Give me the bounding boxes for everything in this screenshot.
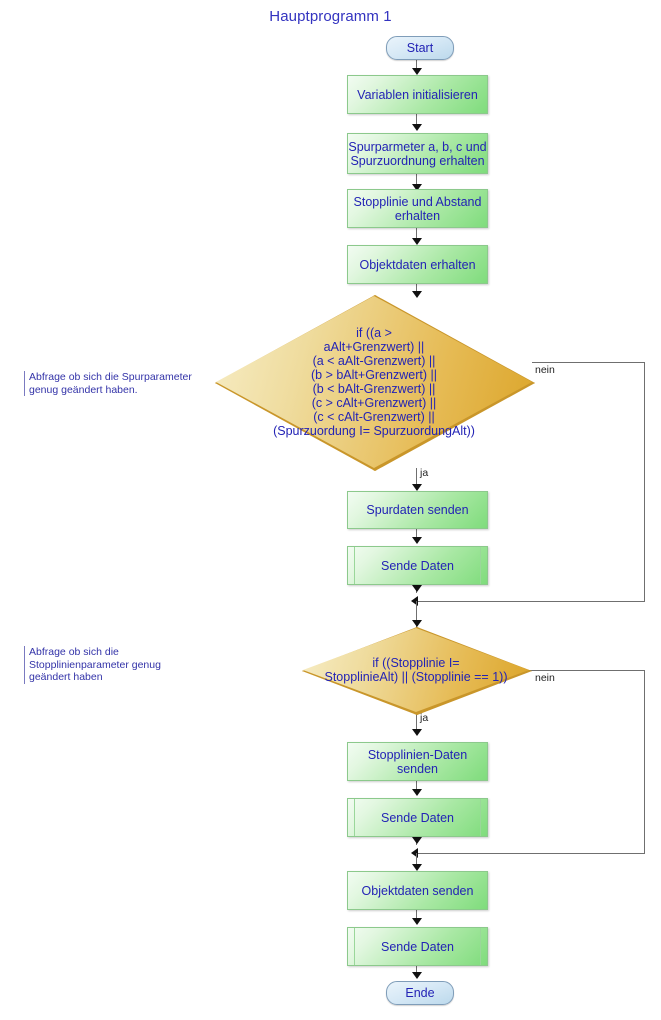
node-spurparameter-erhalten[interactable]: Spurparmeter a, b, c und Spurzuordnung e… — [347, 133, 488, 174]
connector-decision1-yes — [416, 468, 417, 490]
connector-junction-objsend — [416, 853, 417, 869]
connector-start-init — [416, 58, 417, 70]
arrowhead-junction2 — [412, 837, 422, 844]
arrowhead-send1 — [412, 537, 422, 544]
arrowhead-send3 — [412, 918, 422, 925]
arrowhead-init — [412, 68, 422, 75]
decision1-label: if ((a > aAlt+Grenzwert) || (a < aAlt-Gr… — [273, 326, 475, 438]
connector-lanesend-send1 — [416, 527, 417, 541]
node-stopplinie-abstand-erhalten[interactable]: Stopplinie und Abstand erhalten — [347, 189, 488, 228]
arrowhead-stopsend — [412, 729, 422, 736]
arrowhead-objectdata — [412, 238, 422, 245]
connector-decision1-no-return — [418, 601, 645, 602]
connector-decision1-no-h — [532, 362, 645, 363]
connector-objectdata-decision1 — [416, 282, 417, 296]
node-decision-stopplinie[interactable]: if ((Stopplinie I= StopplinieAlt) || (St… — [302, 627, 532, 715]
node-decision-spurparameter[interactable]: if ((a > aAlt+Grenzwert) || (a < aAlt-Gr… — [215, 295, 535, 471]
node-objektdaten-senden[interactable]: Objektdaten senden — [347, 871, 488, 910]
decision2-label: if ((Stopplinie I= StopplinieAlt) || (St… — [324, 656, 508, 684]
arrowhead-end — [412, 972, 422, 979]
connector-stopline-objectdata — [416, 226, 417, 240]
edge-label-decision1-yes: ja — [420, 467, 429, 479]
node-sende-daten-2[interactable]: Sende Daten — [347, 798, 488, 837]
node-ende[interactable]: Ende — [386, 981, 454, 1005]
connector-junction-decision2 — [416, 601, 417, 628]
connector-init-laneparams — [416, 112, 417, 126]
page-title: Hauptprogramm 1 — [269, 8, 392, 25]
connector-decision2-no-return — [418, 853, 645, 854]
arrowhead-decision2-no-return — [411, 848, 418, 858]
node-sende-daten-3[interactable]: Sende Daten — [347, 927, 488, 966]
connector-decision1-no-v — [644, 362, 645, 601]
connector-send3-end — [416, 964, 417, 976]
edge-label-decision1-no: nein — [535, 364, 555, 376]
node-variablen-initialisieren[interactable]: Variablen initialisieren — [347, 75, 488, 114]
arrowhead-laneparams — [412, 124, 422, 131]
node-objektdaten-erhalten[interactable]: Objektdaten erhalten — [347, 245, 488, 284]
edge-label-decision2-no: nein — [535, 672, 555, 684]
connector-decision2-no-h — [519, 670, 645, 671]
node-sende-daten-1[interactable]: Sende Daten — [347, 546, 488, 585]
arrowhead-send2 — [412, 789, 422, 796]
annotation-stopplinienparameter: Abfrage ob sich die Stopplinienparameter… — [24, 646, 169, 684]
arrowhead-junction1 — [412, 585, 422, 592]
arrowhead-objsend — [412, 864, 422, 871]
arrowhead-lanesend — [412, 484, 422, 491]
connector-stopsend-send2 — [416, 779, 417, 793]
arrowhead-stopline — [412, 184, 422, 191]
arrowhead-decision2 — [412, 620, 422, 627]
connector-decision2-yes — [416, 712, 417, 734]
arrowhead-decision1 — [412, 291, 422, 298]
node-spurdaten-senden[interactable]: Spurdaten senden — [347, 491, 488, 529]
connector-decision2-no-v — [644, 670, 645, 853]
annotation-spurparameter: Abfrage ob sich die Spurparameter genug … — [24, 371, 199, 396]
arrowhead-decision1-no-return — [411, 596, 418, 606]
node-start[interactable]: Start — [386, 36, 454, 60]
connector-laneparams-stopline — [416, 172, 417, 186]
connector-objsend-send3 — [416, 908, 417, 922]
edge-label-decision2-yes: ja — [420, 712, 429, 724]
node-stopplinien-daten-senden[interactable]: Stopplinien-Daten senden — [347, 742, 488, 781]
